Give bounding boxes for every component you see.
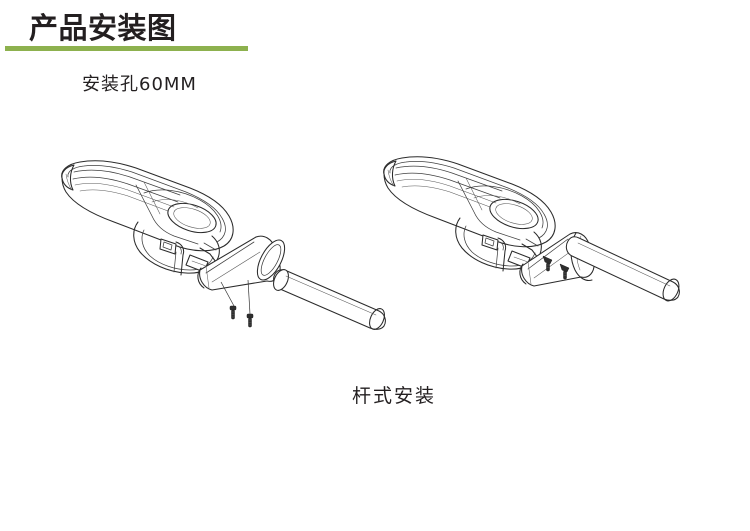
assembled-view-drawing <box>370 130 715 320</box>
fixing-screw-1 <box>542 255 553 272</box>
screw-leader-line-2 <box>247 279 251 315</box>
fixing-screw-2 <box>246 313 254 328</box>
fixing-screw-1 <box>229 305 237 320</box>
exploded-view-drawing <box>40 130 410 330</box>
page-title: 产品安装图 <box>29 11 177 45</box>
clamp-latch-detail <box>481 234 507 272</box>
mounting-pole <box>273 269 386 330</box>
mounting-sleeve <box>197 235 286 291</box>
screw-leader-line-1 <box>220 281 235 307</box>
mounting-pole-inserted <box>565 236 680 302</box>
fixing-screw-2 <box>559 263 570 280</box>
clamp-latch-detail <box>159 238 185 276</box>
fixing-screws-group <box>220 279 254 328</box>
pole-mount-caption: 杆式安装 <box>352 385 437 407</box>
lamp-head-exploded <box>61 160 234 276</box>
access-cover-circle <box>167 202 217 234</box>
mounting-hole-caption: 安装孔60MM <box>82 74 197 95</box>
fixing-screws-installed <box>542 255 570 280</box>
lamp-head-assembled <box>383 156 556 272</box>
title-underline-rule <box>5 46 248 51</box>
access-cover-circle <box>489 198 539 230</box>
